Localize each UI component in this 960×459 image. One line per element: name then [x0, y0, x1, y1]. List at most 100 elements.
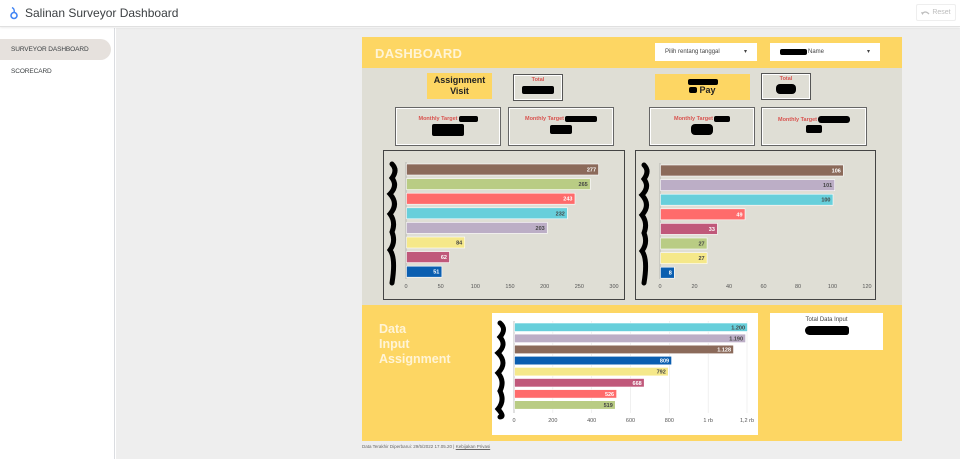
- assignment-visit-label: Assignment Visit: [427, 73, 492, 99]
- privacy-link[interactable]: Kebijakan Privasi: [455, 444, 491, 449]
- x-tick-label: 200: [540, 284, 549, 290]
- bar[interactable]: 84: [406, 236, 466, 249]
- bar[interactable]: 101: [660, 179, 836, 191]
- bar[interactable]: 792: [514, 367, 669, 377]
- report-footer: Data Terakhir Diperbarui: 29/5/2022 17.0…: [362, 444, 490, 449]
- bar[interactable]: 27: [660, 237, 708, 250]
- dashboard-title: DASHBOARD: [375, 46, 463, 61]
- redacted-value: [776, 84, 796, 94]
- bar-value-label: 232: [556, 211, 565, 217]
- bar[interactable]: 33: [660, 223, 718, 235]
- bar-value-label: 1.128: [717, 347, 731, 353]
- bar[interactable]: 265: [406, 178, 591, 190]
- date-range-dropdown[interactable]: Pilih rentang tanggal ▾: [655, 43, 757, 61]
- x-tick-label: 50: [438, 284, 444, 290]
- sidebar-item-label: SCORECARD: [11, 68, 52, 75]
- bar-value-label: 33: [709, 227, 715, 233]
- x-tick-label: 0: [512, 418, 515, 424]
- pay-label-line: Pay: [689, 84, 716, 96]
- monthly-target-card-3: Monthly Target: [649, 107, 755, 146]
- bar[interactable]: 27: [660, 252, 708, 264]
- x-tick-label: 0: [658, 284, 661, 290]
- bar-value-label: 519: [604, 403, 613, 409]
- bar-value-label: 106: [832, 169, 841, 175]
- x-tick-label: 0: [404, 284, 407, 290]
- data-input-title: Data Input Assignment: [379, 322, 451, 366]
- report-canvas: DASHBOARD Pilih rentang tanggal ▾ Name ▾…: [116, 28, 960, 459]
- redacted-value: [550, 125, 572, 134]
- monthly-target-label: Monthly Target: [525, 116, 597, 122]
- bar[interactable]: 243: [406, 192, 576, 205]
- bar[interactable]: 277: [406, 163, 599, 176]
- x-tick-label: 80: [795, 284, 801, 290]
- total-label: Total: [531, 77, 545, 83]
- bar-value-label: 526: [605, 392, 614, 398]
- sidebar-item-surveyor-dashboard[interactable]: SURVEYOR DASHBOARD: [0, 39, 111, 60]
- bar[interactable]: 1.128: [514, 344, 734, 355]
- bar[interactable]: 232: [406, 207, 568, 220]
- undo-icon: [921, 10, 930, 15]
- report-page: DASHBOARD Pilih rentang tanggal ▾ Name ▾…: [362, 37, 902, 441]
- bar[interactable]: 809: [514, 355, 672, 366]
- sidebar-nav: SURVEYOR DASHBOARD SCORECARD: [0, 28, 115, 459]
- x-tick-label: 800: [665, 418, 674, 424]
- bar-value-label: 809: [660, 359, 669, 365]
- bar[interactable]: 519: [514, 400, 616, 410]
- bar-value-label: 792: [657, 370, 666, 376]
- bar[interactable]: 49: [660, 208, 746, 221]
- bar[interactable]: 1.200: [514, 322, 748, 332]
- label-line: Visit: [450, 86, 469, 96]
- monthly-target-card-2: Monthly Target: [508, 107, 614, 146]
- bar[interactable]: 106: [660, 164, 844, 177]
- x-tick-label: 200: [548, 418, 557, 424]
- redacted-value: [432, 124, 464, 136]
- bar[interactable]: 203: [406, 222, 548, 234]
- monthly-target-label: Monthly Target: [418, 116, 478, 122]
- total-label: Total: [779, 76, 793, 82]
- bar[interactable]: 526: [514, 389, 617, 399]
- bar-value-label: 265: [579, 182, 588, 188]
- name-filter-dropdown[interactable]: Name ▾: [770, 43, 880, 61]
- bar-value-label: 84: [456, 241, 463, 247]
- redacted-text: [780, 49, 807, 55]
- app-logo-icon: [10, 6, 18, 20]
- monthly-target-label: Monthly Target: [778, 116, 850, 123]
- bar-value-label: 27: [698, 256, 704, 262]
- bar[interactable]: 51: [406, 265, 443, 278]
- bar[interactable]: 100: [660, 193, 834, 206]
- reset-button[interactable]: Reset: [916, 4, 956, 21]
- bar-value-label: 243: [563, 197, 572, 203]
- bar[interactable]: 8: [660, 266, 675, 279]
- assignment-total-scorecard: Total: [513, 74, 563, 101]
- bar-value-label: 1.190: [729, 336, 743, 342]
- sidebar-item-scorecard[interactable]: SCORECARD: [0, 61, 111, 82]
- bar-value-label: 8: [669, 271, 672, 277]
- x-tick-label: 400: [587, 418, 596, 424]
- redacted-value: [804, 326, 849, 335]
- x-tick-label: 40: [726, 284, 732, 290]
- reset-label: Reset: [932, 9, 951, 16]
- bar[interactable]: 1.190: [514, 333, 746, 343]
- redacted-category-labels: [494, 320, 506, 420]
- bar-value-label: 51: [433, 270, 439, 276]
- bar[interactable]: 668: [514, 378, 645, 388]
- bar[interactable]: 62: [406, 251, 450, 263]
- x-tick-label: 100: [471, 284, 480, 290]
- x-tick-label: 1,2 rb: [740, 418, 754, 424]
- redacted-category-labels: [386, 161, 398, 286]
- total-data-input-scorecard: Total Data Input: [770, 313, 883, 350]
- total-data-input-label: Total Data Input: [805, 317, 848, 323]
- bar-value-label: 1.200: [731, 325, 745, 331]
- last-updated-text: Data Terakhir Diperbarui: 29/5/2022 17.0…: [362, 444, 452, 449]
- app-header: Salinan Surveyor Dashboard Reset: [0, 0, 960, 27]
- redacted-value: [522, 86, 554, 94]
- x-tick-label: 600: [626, 418, 635, 424]
- pay-label-text: Pay: [699, 84, 716, 95]
- x-tick-label: 120: [862, 284, 871, 290]
- sidebar-item-label: SURVEYOR DASHBOARD: [11, 46, 89, 53]
- x-tick-label: 150: [505, 284, 514, 290]
